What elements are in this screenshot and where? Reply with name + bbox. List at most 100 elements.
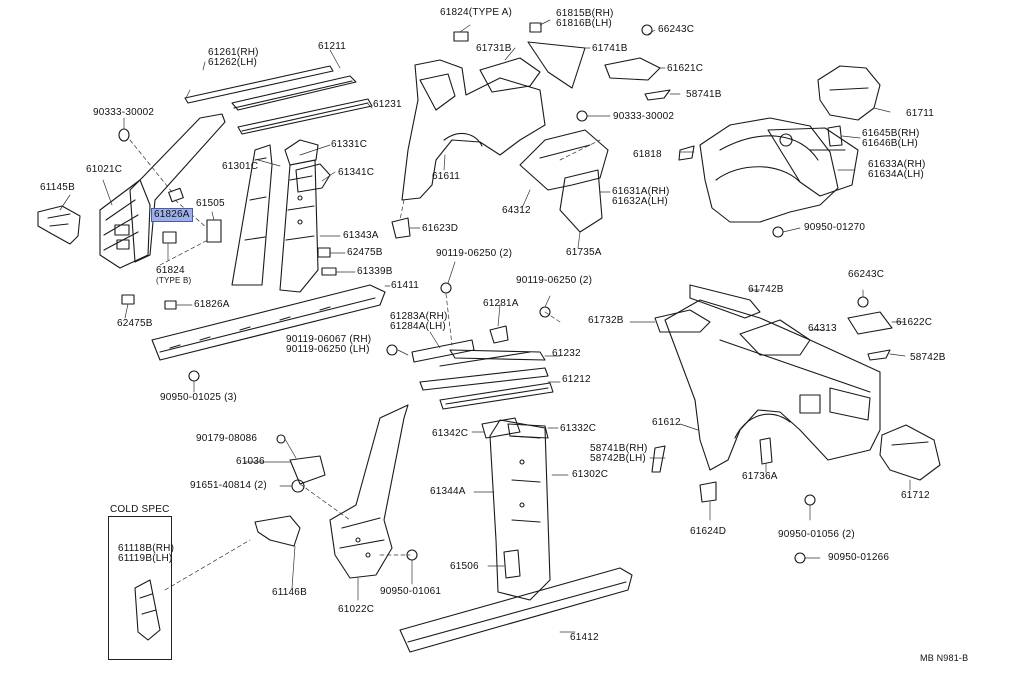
nut-90950-01056[interactable]: [804, 494, 816, 506]
bracket-61731b[interactable]: [479, 57, 541, 93]
label-61824-type-a[interactable]: 61824(TYPE A): [440, 7, 513, 18]
plug-62475b-mid[interactable]: [317, 247, 331, 258]
label-61632a[interactable]: 61632A(LH): [612, 196, 668, 207]
floor-side-61212[interactable]: [419, 367, 554, 410]
label-61119b[interactable]: 61119B(LH): [118, 553, 173, 564]
label-61284a[interactable]: 61284A(LH): [390, 321, 446, 332]
extension-61741b[interactable]: [527, 41, 586, 89]
label-90179-08086[interactable]: 90179-08086: [196, 433, 258, 444]
label-61231[interactable]: 61231: [373, 99, 402, 110]
bracket-61732b[interactable]: [654, 309, 711, 333]
label-58741b-top[interactable]: 58741B: [686, 89, 722, 100]
label-61281a[interactable]: 61281A: [483, 298, 519, 309]
label-90950-01266[interactable]: 90950-01266: [828, 552, 890, 563]
label-61612[interactable]: 61612: [652, 417, 681, 428]
label-61212[interactable]: 61212: [562, 374, 591, 385]
label-61505[interactable]: 61505: [196, 198, 225, 209]
label-61339b[interactable]: 61339B: [357, 266, 393, 277]
label-61631a[interactable]: 61631A(RH): [612, 186, 670, 197]
plug-62475b-left[interactable]: [121, 294, 135, 305]
bracket-61736a[interactable]: [759, 437, 773, 465]
bracket-61624d[interactable]: [699, 481, 717, 503]
label-90119-06250-b[interactable]: 90119-06250 (2): [516, 275, 593, 286]
center-pillar-inner-61301c[interactable]: [231, 144, 319, 293]
clip-58742b-right[interactable]: [867, 349, 891, 361]
label-61262[interactable]: 61262(LH): [208, 57, 258, 68]
bracket-61712[interactable]: [879, 424, 941, 481]
bolt-90119-06250-mid[interactable]: [440, 282, 452, 294]
label-61646b[interactable]: 61646B(LH): [862, 138, 918, 149]
label-61634a[interactable]: 61634A(LH): [868, 169, 924, 180]
label-61824-type-b[interactable]: 61824: [156, 265, 185, 276]
label-61343a[interactable]: 61343A: [343, 230, 379, 241]
rocker-panel-61411[interactable]: [151, 284, 386, 361]
quarter-inner-panel-61611[interactable]: [401, 59, 546, 201]
label-61621c[interactable]: 61621C: [667, 63, 704, 74]
label-58741b-mid[interactable]: 58741B(RH): [590, 443, 648, 454]
label-90950-01056[interactable]: 90950-01056 (2): [778, 529, 855, 540]
label-90950-01061[interactable]: 90950-01061: [380, 586, 442, 597]
label-61261[interactable]: 61261(RH): [208, 47, 259, 58]
label-61211[interactable]: 61211: [318, 41, 347, 52]
clip-61623d[interactable]: [391, 217, 411, 239]
label-61301c[interactable]: 61301C: [222, 161, 259, 172]
nut-90950-01270[interactable]: [772, 226, 784, 238]
cap-61824-type-a[interactable]: [453, 31, 469, 42]
label-62475b-mid[interactable]: 62475B: [347, 247, 383, 258]
bracket-61622c[interactable]: [847, 311, 893, 335]
label-61826a-highlighted[interactable]: 61826A: [151, 208, 193, 222]
label-61731b[interactable]: 61731B: [476, 43, 512, 54]
nut-90950-01266[interactable]: [794, 552, 806, 564]
label-61146b[interactable]: 61146B: [272, 587, 307, 598]
bolt-66243c-right[interactable]: [857, 296, 869, 308]
rear-panel-61711[interactable]: [817, 65, 881, 121]
label-61741b[interactable]: 61741B: [592, 43, 628, 54]
label-61611[interactable]: 61611: [432, 171, 461, 182]
label-61826a[interactable]: 61826A: [194, 299, 230, 310]
label-61232[interactable]: 61232: [552, 348, 581, 359]
seal-61818[interactable]: [678, 145, 695, 161]
label-61341c[interactable]: 61341C: [338, 167, 375, 178]
label-61622c[interactable]: 61622C: [896, 317, 933, 328]
clip-58741b-top[interactable]: [644, 89, 671, 101]
roof-side-rail[interactable]: [184, 65, 373, 135]
label-61712[interactable]: 61712: [901, 490, 930, 501]
label-61633a[interactable]: 61633A(RH): [868, 159, 926, 170]
wheelhouse-61735a[interactable]: [559, 169, 603, 233]
label-61145b[interactable]: 61145B: [40, 182, 75, 193]
label-64313[interactable]: 64313: [808, 323, 837, 334]
panel-64313[interactable]: [739, 319, 811, 356]
cap-61824-type-b[interactable]: [162, 231, 177, 244]
bracket-61645b[interactable]: [827, 125, 843, 147]
rear-wheel-housing-61631a[interactable]: [699, 117, 839, 223]
hinge-61036[interactable]: [289, 455, 326, 485]
label-90333-right[interactable]: 90333-30002: [613, 111, 675, 122]
label-90950-01270[interactable]: 90950-01270: [804, 222, 866, 233]
label-61742b[interactable]: 61742B: [748, 284, 784, 295]
pillar-top-61331c[interactable]: [284, 139, 319, 166]
label-90333-left[interactable]: 90333-30002: [93, 107, 155, 118]
label-90119-06250-lh[interactable]: 90119-06250 (LH): [286, 344, 370, 355]
label-64312[interactable]: 64312: [502, 205, 531, 216]
label-61506[interactable]: 61506: [450, 561, 479, 572]
pad-61815b[interactable]: [529, 22, 542, 33]
pillar-reinf-61341c[interactable]: [295, 163, 331, 193]
seal-58741b-mid[interactable]: [651, 445, 666, 473]
bolt-90119-06067[interactable]: [386, 344, 398, 356]
label-61818[interactable]: 61818: [633, 149, 662, 160]
label-61036[interactable]: 61036: [236, 456, 265, 467]
front-pillar-61022c[interactable]: [329, 404, 409, 579]
seal-61505[interactable]: [206, 219, 222, 243]
label-61331c[interactable]: 61331C: [331, 139, 368, 150]
label-61816b[interactable]: 61816B(LH): [556, 18, 612, 29]
rocker-panel-61412[interactable]: [399, 567, 633, 653]
front-pillar-61021c[interactable]: [99, 113, 226, 269]
wheel-housing-61633a[interactable]: [767, 127, 859, 197]
label-66243c-right[interactable]: 66243C: [848, 269, 885, 280]
label-61735a[interactable]: 61735A: [566, 247, 602, 258]
reinf-61342c[interactable]: [481, 417, 521, 439]
bracket-61506[interactable]: [503, 549, 521, 579]
quarter-outer-panel-61612[interactable]: [664, 299, 881, 471]
bolt-66243c-top[interactable]: [641, 24, 653, 36]
label-90119-06067[interactable]: 90119-06067 (RH): [286, 334, 372, 345]
